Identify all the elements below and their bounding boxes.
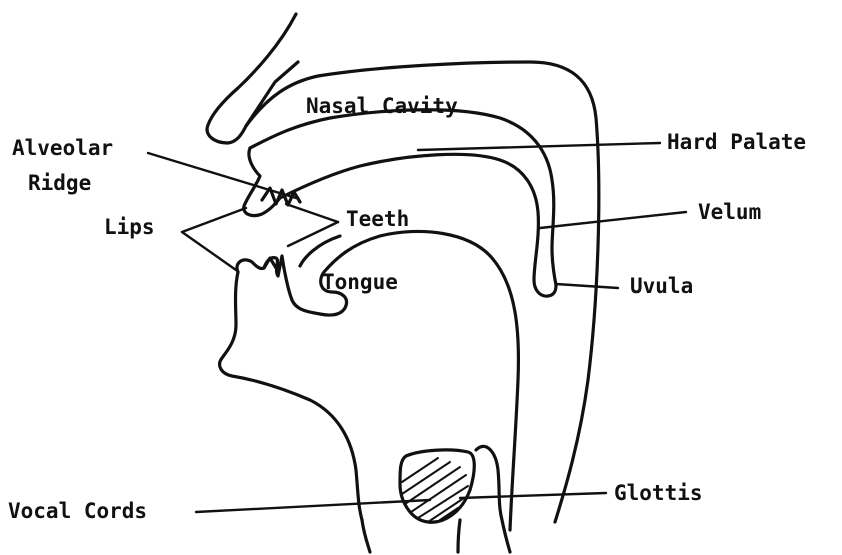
label-tongue: Tongue bbox=[322, 270, 398, 294]
teeth-leader-lower bbox=[288, 222, 338, 246]
lips-leader-lower bbox=[182, 232, 236, 270]
glottis-leader bbox=[460, 493, 606, 498]
teeth-leader-upper bbox=[286, 204, 338, 222]
larynx-inner-right bbox=[476, 446, 510, 552]
lower-teeth bbox=[264, 258, 276, 268]
label-teeth: Teeth bbox=[346, 207, 409, 231]
velum-leader bbox=[540, 212, 686, 228]
alveolar-ridge-leader bbox=[148, 153, 296, 198]
neck-front bbox=[220, 272, 362, 520]
uvula-leader bbox=[556, 284, 618, 288]
label-vocal-cords: Vocal Cords bbox=[8, 499, 147, 523]
larynx-front bbox=[362, 520, 370, 552]
nose-outline bbox=[207, 14, 298, 143]
label-alveolar: Alveolar bbox=[12, 136, 113, 160]
vocal-cords-leader bbox=[196, 500, 430, 512]
label-glottis: Glottis bbox=[614, 481, 703, 505]
label-velum: Velum bbox=[698, 200, 761, 224]
larynx-inner-left bbox=[458, 520, 460, 552]
label-uvula: Uvula bbox=[630, 274, 693, 298]
label-hard-palate: Hard Palate bbox=[667, 130, 806, 154]
label-nasal-cavity: Nasal Cavity bbox=[306, 94, 458, 118]
label-ridge: Ridge bbox=[28, 171, 91, 195]
label-lips: Lips bbox=[104, 215, 155, 239]
lips-leader-upper bbox=[182, 208, 246, 232]
glottis-hatching bbox=[402, 458, 468, 522]
